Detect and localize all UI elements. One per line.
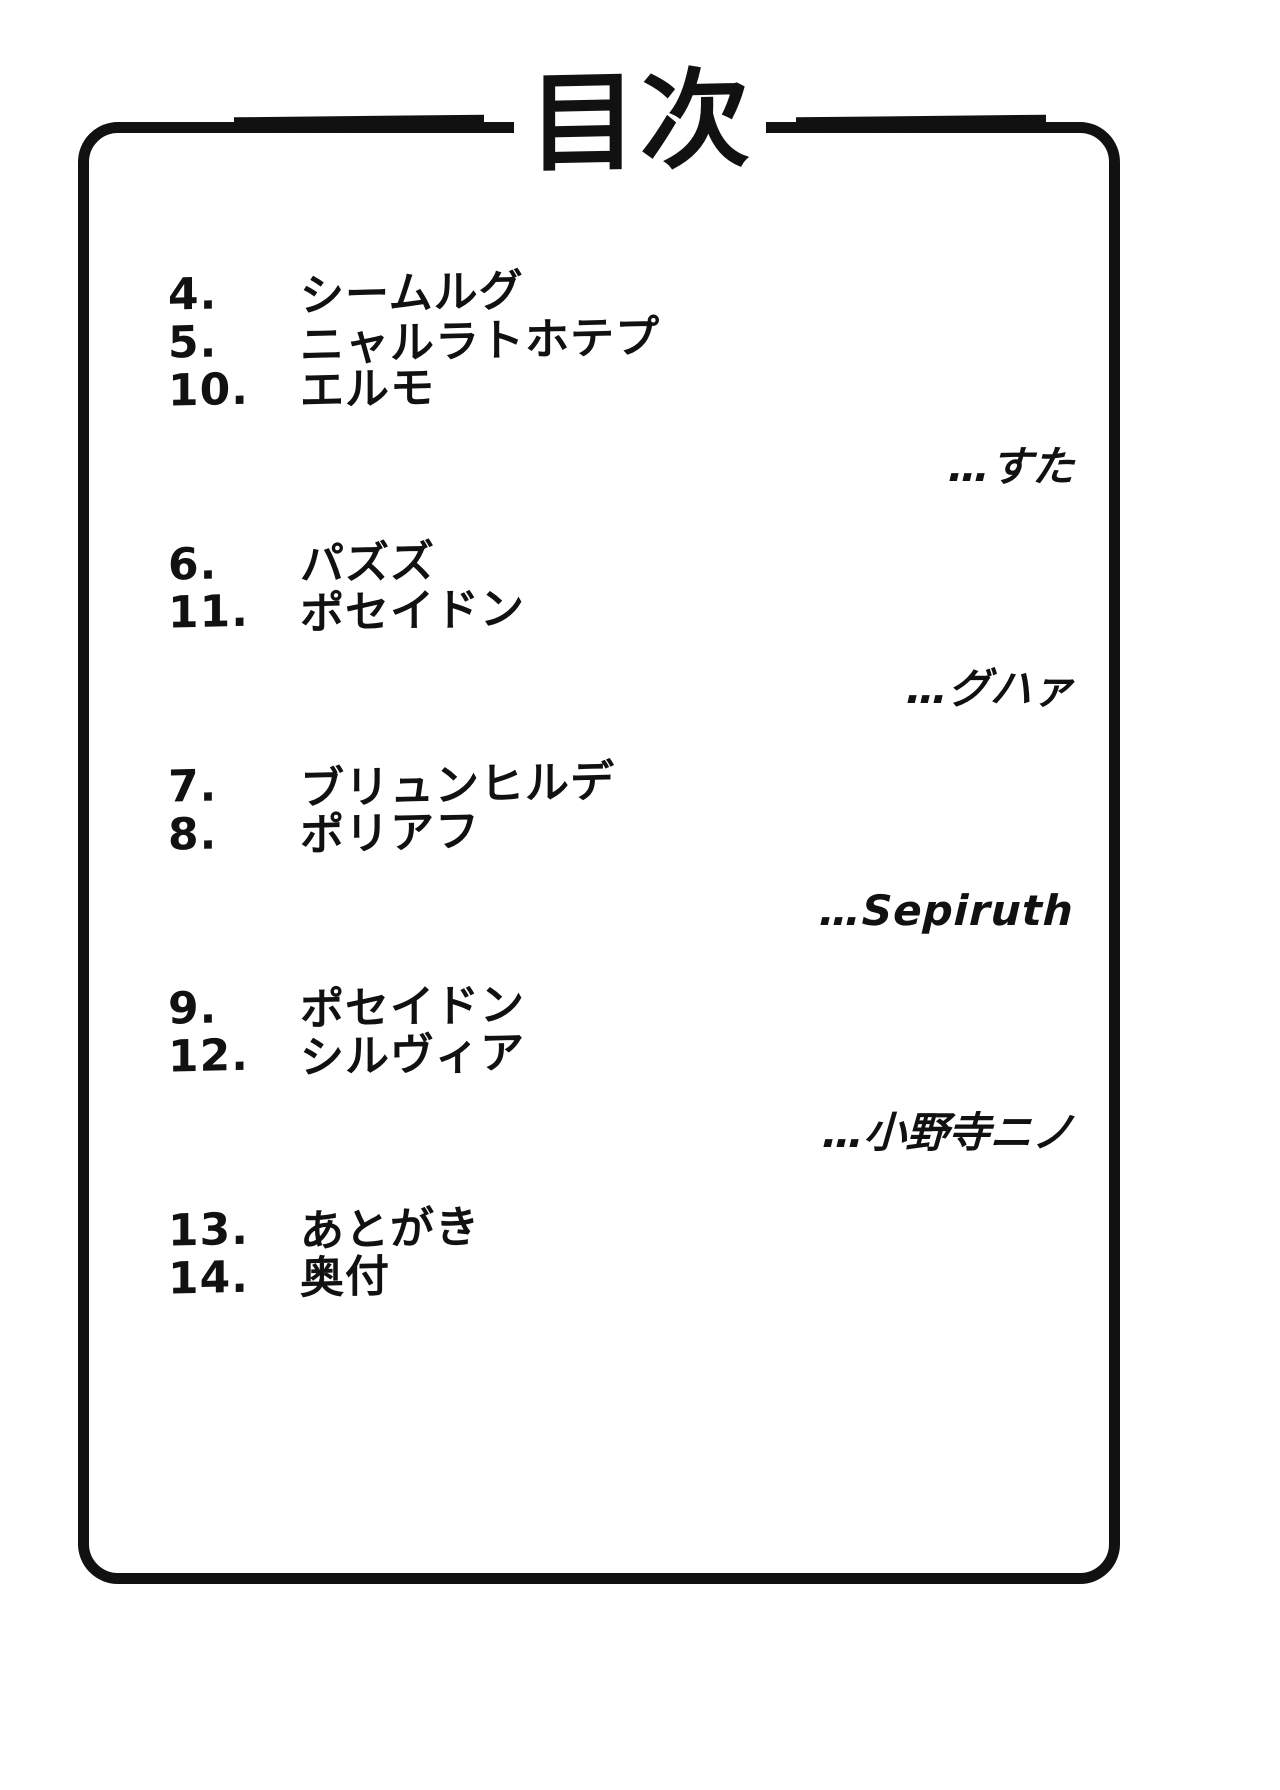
toc-entry-title: あとがき	[300, 1201, 480, 1258]
toc-entry[interactable]: 10. エルモ	[78, 362, 1120, 417]
toc-entry-number: 9.	[168, 982, 218, 1035]
table-of-contents: 4. シームルグ 5. ニャルラトホテプ 10. エルモ …すた 6. パズズ 11. ポセイドン ……	[78, 122, 1120, 1584]
toc-entry[interactable]: 5. ニャルラトホテプ	[78, 312, 1120, 372]
toc-group: 6. パズズ 11. ポセイドン …グハァ	[78, 536, 1120, 713]
toc-group: 9. ポセイドン 12. シルヴィア …小野寺ニノ	[78, 979, 1120, 1157]
toc-entry-number: 10.	[168, 363, 249, 417]
toc-entry-title: ポリアフ	[300, 805, 480, 862]
toc-entry-number: 11.	[168, 585, 249, 639]
toc-entry-title: シルヴィア	[300, 1027, 525, 1084]
toc-entry-number: 14.	[168, 1251, 249, 1305]
toc-entry[interactable]: 7. ブリュンヒルデ	[78, 756, 1120, 815]
toc-credit-row: …小野寺ニノ	[78, 1108, 1120, 1157]
toc-entry-title: シームルグ	[300, 265, 524, 322]
toc-group: 13. あとがき 14. 奥付	[78, 1201, 1120, 1305]
toc-entry-title: エルモ	[300, 362, 435, 417]
toc-entry-number: 4.	[168, 268, 218, 321]
toc-group: 7. ブリュンヒルデ 8. ポリアフ …Sepiruth	[78, 756, 1120, 935]
toc-entry[interactable]: 14. 奥付	[78, 1250, 1120, 1305]
toc-entry-title: ブリュンヒルデ	[300, 756, 615, 815]
toc-entry[interactable]: 8. ポリアフ	[78, 805, 1120, 862]
toc-entry[interactable]: 11. ポセイドン	[78, 583, 1120, 640]
toc-credit-row: …すた	[78, 442, 1120, 491]
toc-entry-title: 奥付	[300, 1250, 390, 1305]
toc-credit-author: …Sepiruth	[818, 886, 1075, 935]
toc-group: 4. シームルグ 5. ニャルラトホテプ 10. エルモ …すた	[78, 265, 1120, 491]
toc-credit-row: …Sepiruth	[78, 886, 1120, 935]
toc-credit-author: …小野寺ニノ	[821, 1108, 1075, 1157]
toc-entry-number: 7.	[168, 760, 218, 813]
toc-entry-title: ポセイドン	[300, 583, 525, 640]
toc-entry-number: 13.	[168, 1203, 249, 1257]
toc-entry[interactable]: 12. シルヴィア	[78, 1027, 1120, 1084]
toc-entry-number: 12.	[168, 1029, 249, 1083]
toc-entry-title: ニャルラトホテプ	[300, 311, 660, 372]
toc-entry[interactable]: 9. ポセイドン	[78, 979, 1120, 1036]
toc-entry[interactable]: 6. パズズ	[78, 536, 1120, 591]
toc-entry-title: ポセイドン	[300, 979, 525, 1036]
toc-credit-author: …グハァ	[905, 664, 1075, 713]
toc-credit-row: …グハァ	[78, 664, 1120, 713]
toc-entry-number: 8.	[168, 808, 218, 861]
toc-entry[interactable]: 13. あとがき	[78, 1201, 1120, 1258]
toc-entry-number: 6.	[168, 538, 218, 591]
toc-entry-number: 5.	[168, 316, 218, 369]
toc-entry-title: パズズ	[300, 536, 435, 591]
toc-credit-author: …すた	[947, 442, 1075, 491]
